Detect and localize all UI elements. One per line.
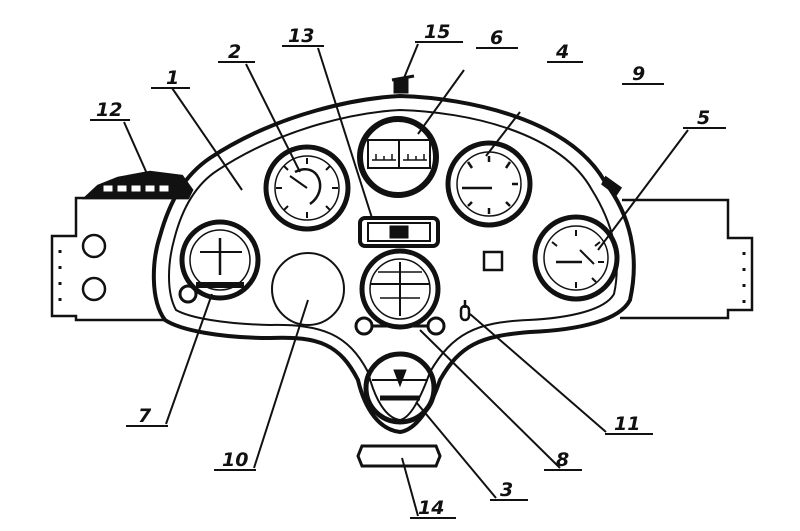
callout-8: 8 bbox=[556, 449, 569, 471]
switch-block bbox=[81, 170, 194, 200]
panel-outline bbox=[151, 93, 636, 435]
callout-13: 13 bbox=[288, 25, 314, 47]
gauge-7 bbox=[178, 219, 261, 304]
callout-6: 6 bbox=[490, 27, 503, 49]
gauge-4 bbox=[445, 140, 533, 228]
callout-labels: 1 2 13 15 6 4 9 5 12 7 10 11 8 3 14 bbox=[96, 21, 710, 519]
right-side-bracket bbox=[620, 198, 754, 320]
callout-15: 15 bbox=[424, 21, 450, 43]
compass-13 bbox=[358, 216, 440, 248]
gauge-3 bbox=[363, 351, 437, 425]
callout-10: 10 bbox=[222, 449, 248, 471]
callout-2: 2 bbox=[228, 41, 241, 63]
callout-3: 3 bbox=[500, 479, 513, 501]
callout-9: 9 bbox=[632, 63, 645, 85]
gauge-8 bbox=[354, 248, 446, 336]
toggle-switch-11 bbox=[459, 300, 471, 322]
top-knob bbox=[391, 74, 415, 94]
callout-14: 14 bbox=[418, 497, 444, 519]
right-knob bbox=[601, 175, 623, 197]
callout-4: 4 bbox=[555, 41, 569, 63]
leader-lines bbox=[90, 41, 726, 519]
callout-12: 12 bbox=[96, 99, 122, 121]
gauge-5 bbox=[532, 214, 620, 302]
callout-5: 5 bbox=[697, 107, 710, 129]
left-side-bracket bbox=[50, 196, 188, 322]
blank-opening-10 bbox=[271, 252, 345, 326]
callout-1: 1 bbox=[166, 67, 179, 89]
square-indicator bbox=[482, 250, 504, 272]
callout-7: 7 bbox=[138, 405, 152, 427]
callout-11: 11 bbox=[614, 413, 640, 435]
gauge-2 bbox=[263, 144, 351, 232]
gauge-6 bbox=[357, 116, 439, 198]
fitting-14 bbox=[356, 444, 442, 468]
